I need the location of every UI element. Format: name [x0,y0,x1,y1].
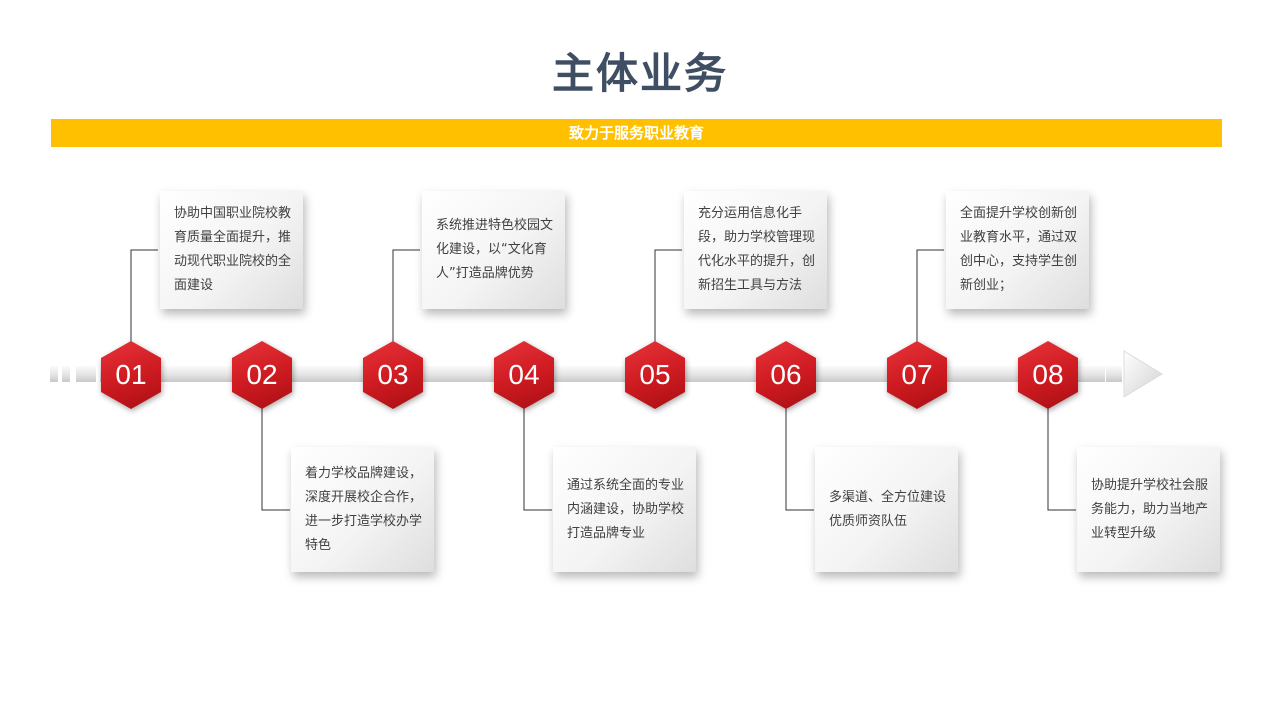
connector-07 [916,249,944,342]
step-card-01: 协助中国职业院校教育质量全面提升，推动现代职业院校的全面建设 [160,191,303,309]
step-card-02: 着力学校品牌建设，深度开展校企合作，进一步打造学校办学特色 [291,447,434,572]
hexagon-shape [363,341,423,409]
step-description: 通过系统全面的专业内涵建设，协助学校打造品牌专业 [567,477,685,541]
step-number: 08 [1032,359,1064,390]
step-description: 充分运用信息化手段，助力学校管理现代化水平的提升，创新招生工具与方法 [698,206,816,293]
step-description: 多渠道、全方位建设优质师资队伍 [829,489,947,529]
step-card-04: 通过系统全面的专业内涵建设，协助学校打造品牌专业 [553,447,696,572]
step-card-08: 协助提升学校社会服务能力，助力当地产业转型升级 [1077,447,1220,572]
step-card-03: 系统推进特色校园文化建设，以“文化育人”打造品牌优势 [422,191,565,309]
page-title: 主体业务 [551,49,728,98]
step-number: 02 [246,359,278,390]
hexagon-shape [625,341,685,409]
hexagon-shape [232,341,292,409]
step-marker-05: 05 [625,341,685,409]
hexagon-shape [887,341,947,409]
connector-03 [392,249,420,342]
step-marker-04: 04 [494,341,554,409]
hexagon-shape [494,341,554,409]
step-number: 06 [770,359,802,390]
step-number: 05 [639,359,671,390]
connector-05 [654,249,682,342]
connector-08 [1047,408,1076,511]
step-description: 全面提升学校创新创业教育水平，通过双创中心，支持学生创新创业； [960,206,1078,293]
step-description: 协助提升学校社会服务能力，助力当地产业转型升级 [1091,477,1209,541]
step-number: 03 [377,359,409,390]
step-description: 着力学校品牌建设，深度开展校企合作，进一步打造学校办学特色 [305,465,423,553]
hexagon-shape [101,341,161,409]
step-card-06: 多渠道、全方位建设优质师资队伍 [815,447,958,572]
step-card-05: 充分运用信息化手段，助力学校管理现代化水平的提升，创新招生工具与方法 [684,191,827,309]
step-marker-07: 07 [887,341,947,409]
step-description: 协助中国职业院校教育质量全面提升，推动现代职业院校的全面建设 [174,206,292,293]
step-number: 07 [901,359,933,390]
step-marker-01: 01 [101,341,161,409]
step-marker-02: 02 [232,341,292,409]
connector-01 [130,249,158,342]
connector-04 [523,408,552,511]
step-number: 04 [508,359,540,390]
step-marker-08: 08 [1018,341,1078,409]
hexagon-shape [756,341,816,409]
step-marker-06: 06 [756,341,816,409]
step-number: 01 [115,359,147,390]
timeline-arrow [50,350,1163,398]
step-description: 系统推进特色校园文化建设，以“文化育人”打造品牌优势 [436,218,554,281]
step-marker-03: 03 [363,341,423,409]
subtitle-banner: 致力于服务职业教育 [51,119,1222,147]
connector-02 [261,408,290,511]
step-card-07: 全面提升学校创新创业教育水平，通过双创中心，支持学生创新创业； [946,191,1089,309]
hexagon-shape [1018,341,1078,409]
connector-06 [785,408,814,511]
